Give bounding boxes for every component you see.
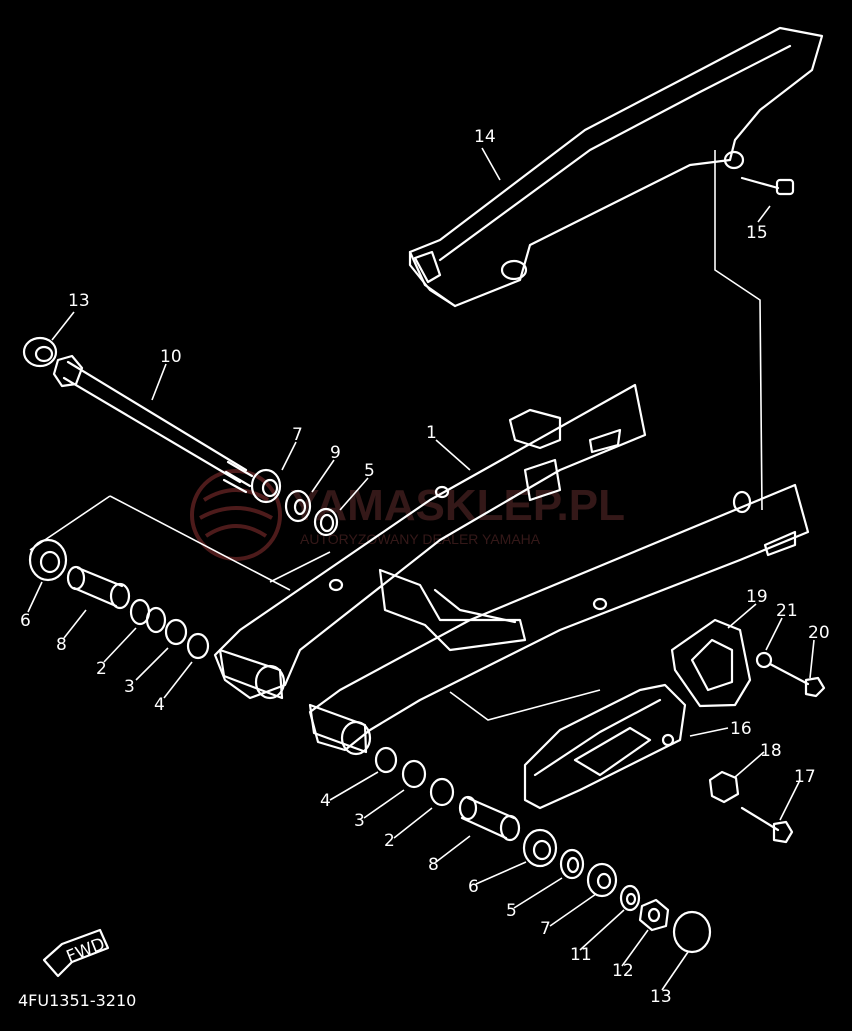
seal-4-right: [374, 746, 398, 774]
label-14: 14: [474, 127, 496, 147]
label-13-top: 13: [68, 291, 90, 311]
chain-guard: [408, 26, 824, 308]
label-3-left: 3: [124, 677, 135, 697]
oil-seal-6-left: [28, 538, 68, 582]
label-19: 19: [746, 587, 768, 607]
label-3-right: 3: [354, 811, 365, 831]
label-4-left: 4: [154, 695, 165, 715]
circlip-5-top: [313, 507, 339, 537]
pivot-tube-right: [308, 703, 372, 756]
pivot-shaft: [52, 354, 254, 494]
label-18: 18: [760, 741, 782, 761]
label-2-left: 2: [96, 659, 107, 679]
chain-guide-plate: [670, 618, 752, 708]
label-8-right: 8: [428, 855, 439, 875]
label-2-right: 2: [384, 831, 395, 851]
washer-21: [755, 651, 773, 669]
label-10: 10: [160, 347, 182, 367]
washer-11: [619, 884, 641, 912]
label-5-top: 5: [364, 461, 375, 481]
label-6-left: 6: [20, 611, 31, 631]
swingarm: [213, 383, 810, 752]
label-11: 11: [570, 945, 592, 965]
collar-18: [708, 770, 740, 804]
label-6-right: 6: [468, 877, 479, 897]
bearing-2-left: [129, 598, 167, 634]
bolt-20: [768, 662, 826, 698]
watermark-tagline: AUTORYZOWANY DEALER YAMAHA: [300, 531, 541, 547]
leader-lines: [27, 147, 815, 991]
label-4-right: 4: [320, 791, 331, 811]
label-8-left: 8: [56, 635, 67, 655]
label-16: 16: [730, 719, 752, 739]
label-13-bottom: 13: [650, 987, 672, 1007]
oil-seal-6-right: [522, 828, 558, 868]
collar-8-left: [66, 565, 131, 610]
watermark-brand: YAMASKLEP.PL: [290, 481, 625, 530]
fwd-label: FWD: [64, 934, 108, 967]
bearing-3-right: [401, 759, 427, 789]
cap-13-bottom: [672, 910, 712, 954]
circlip-5-right: [559, 848, 585, 880]
part-labels: 14 15 13 10 1 7 9 5 6 8 2 3 4 19 21 20 1…: [20, 127, 830, 1007]
bearing-3-left: [164, 618, 188, 646]
collar-8-right: [458, 795, 521, 842]
bolt-17: [740, 806, 794, 844]
label-5-right: 5: [506, 901, 517, 921]
washer-9: [284, 489, 312, 523]
chain-slider: [523, 683, 687, 810]
bolt-15: [740, 176, 795, 196]
bearing-2-right: [429, 777, 455, 807]
guide-lines: [29, 150, 763, 721]
nut-13-top: [22, 336, 58, 368]
label-1: 1: [426, 423, 437, 443]
label-17: 17: [794, 767, 816, 787]
watermark: YAMASKLEP.PL AUTORYZOWANY DEALER YAMAHA: [190, 469, 625, 561]
nut-12: [638, 898, 670, 932]
cap-7-right: [586, 862, 618, 898]
label-12: 12: [612, 961, 634, 981]
seal-4-left: [186, 632, 210, 660]
pivot-tube-left: [218, 648, 286, 700]
label-20: 20: [808, 623, 830, 643]
label-21: 21: [776, 601, 798, 621]
forward-arrow-icon: FWD: [42, 928, 110, 978]
label-7-top: 7: [292, 425, 303, 445]
label-15: 15: [746, 223, 768, 243]
cap-7-top: [250, 468, 282, 504]
label-9: 9: [330, 443, 341, 463]
drawing-code: 4FU1351-3210: [18, 991, 136, 1010]
label-7-right: 7: [540, 919, 551, 939]
